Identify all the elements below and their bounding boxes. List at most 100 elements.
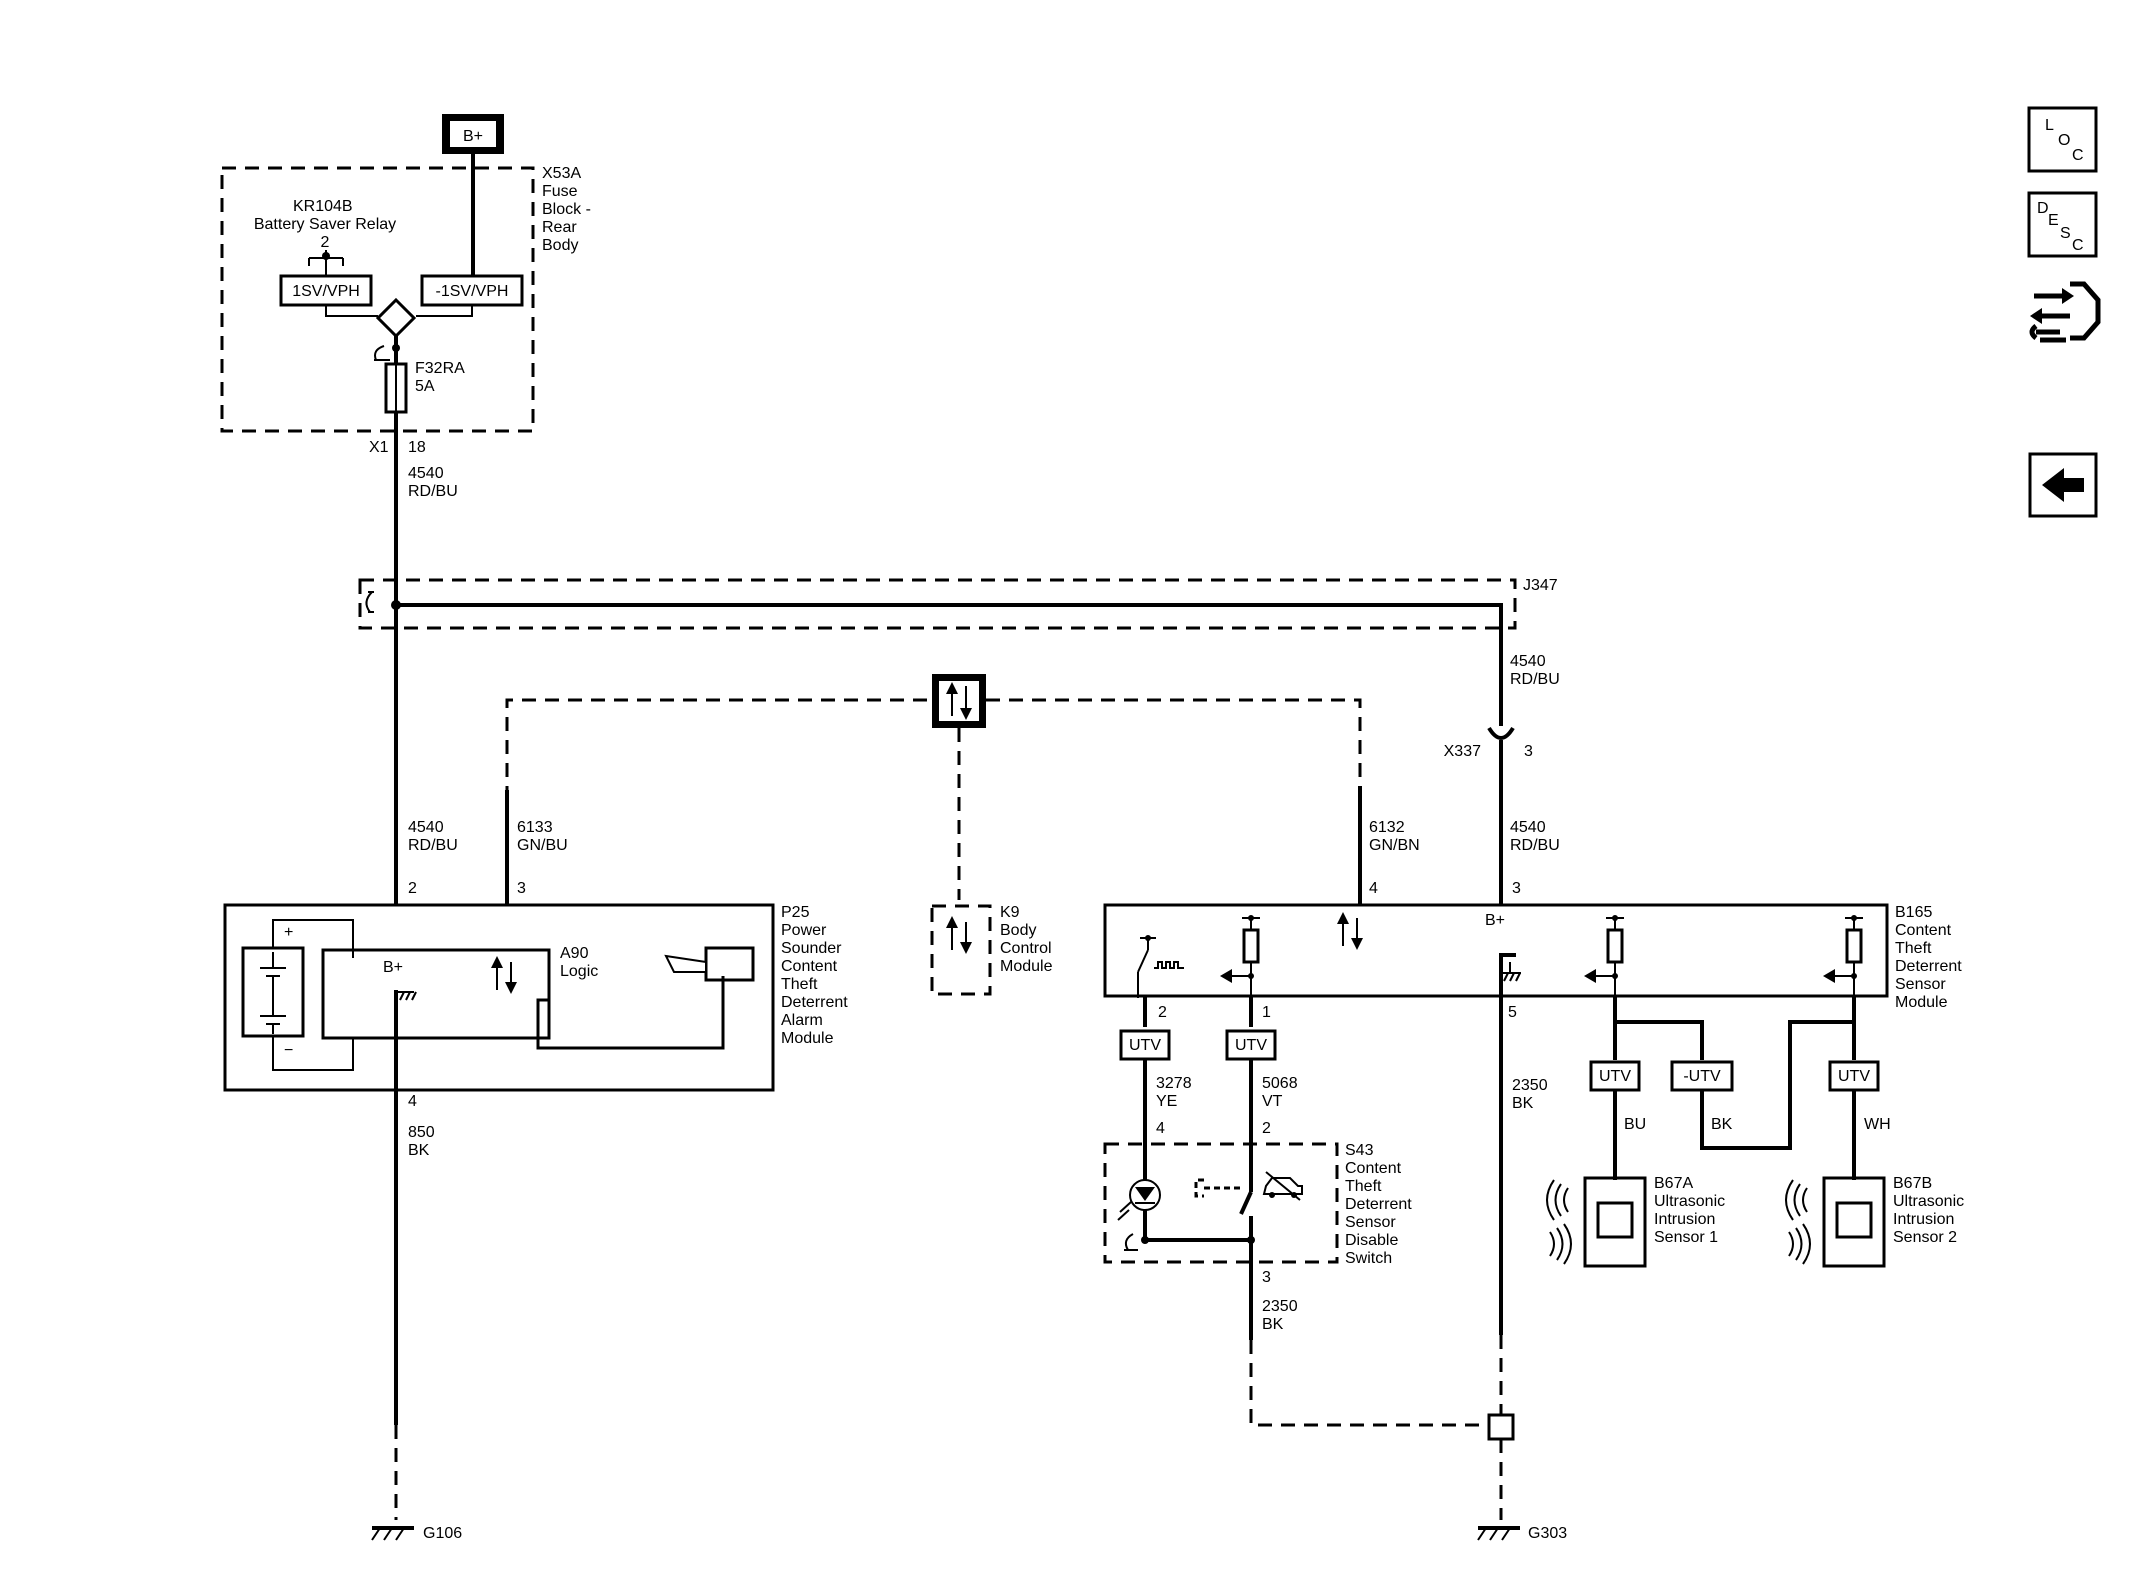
serial-data-right-dashed [986, 698, 1362, 790]
ground-g106-label: G106 [423, 1525, 462, 1542]
wire-bu-label: BU [1624, 1116, 1646, 1133]
desc-letter-s: S [2060, 225, 2071, 242]
fuse-block-x53a-outline [220, 166, 535, 433]
b67a-ultrasonic-wave-icon [1546, 1179, 1572, 1265]
b67a-sensor-element [1596, 1201, 1634, 1239]
wire-2350-s43-dashed [1249, 1340, 1480, 1427]
p25-label: P25 Power Sounder Content Theft Deterren… [781, 904, 852, 1047]
loc-letter-c: C [2072, 147, 2084, 164]
b67b-ultrasonic-wave-icon [1785, 1179, 1811, 1265]
battery-positive-label: B+ [463, 128, 483, 145]
b67a-sensor-outline [1583, 1176, 1647, 1268]
s43-switch-contact-icon [1194, 1178, 1253, 1240]
s43-internal-ground [1124, 1233, 1255, 1251]
k9-label: K9 Body Control Module [1000, 904, 1056, 975]
serial-data-splice-icon [932, 674, 986, 728]
b165-pullup-2-icon [1584, 915, 1624, 998]
wire-wh-label: WH [1864, 1116, 1891, 1133]
wire-4540-splice-branch [396, 603, 1503, 712]
x337-pin-label: 3 [1524, 743, 1533, 760]
wire-4540-right-label: 4540 RD/BU [1510, 653, 1560, 688]
utv-box-bu [1589, 1060, 1641, 1092]
b165-pin-5-label: 5 [1508, 1004, 1517, 1021]
utv-label-wh: UTV [1838, 1068, 1870, 1085]
ground-g106-icon [371, 1526, 414, 1541]
ground-g303-label: G303 [1528, 1525, 1567, 1542]
b165-pullup-3-icon [1823, 915, 1863, 998]
utv-label-3278: UTV [1129, 1037, 1161, 1054]
b165-pwm-input-icon [1137, 935, 1184, 998]
wire-4540-p25-label: 4540 RD/BU [408, 819, 458, 854]
wire-b165-bk-junction [1613, 996, 1704, 1060]
b165-module-outline [1103, 903, 1889, 998]
a90-logic-box [321, 948, 551, 1040]
p25-internal-battery-icon [241, 919, 354, 1071]
wire-3278-label: 3278 YE [1156, 1075, 1196, 1110]
b67b-sensor-outline [1822, 1176, 1886, 1268]
desc-button[interactable]: D E S C [2027, 191, 2098, 258]
p25-module-outline [223, 903, 775, 1092]
loc-letter-l: L [2045, 117, 2054, 134]
desc-letter-c: C [2072, 237, 2084, 254]
wire-6132-label: 6132 GN/BN [1369, 819, 1420, 854]
loc-button[interactable]: L O C [2027, 106, 2098, 173]
p25-ground-terminal-icon [394, 990, 417, 1005]
p25-battery-minus-label: − [284, 1042, 293, 1059]
connector-wrench-icon[interactable] [2029, 281, 2101, 343]
fuse-block-label: X53A Fuse Block - Rear Body [542, 165, 595, 254]
b165-serial-data-icon [1337, 912, 1363, 950]
b67a-label: B67A Ultrasonic Intrusion Sensor 1 [1654, 1175, 1730, 1246]
b165-pin-3-label: 3 [1512, 880, 1521, 897]
wire-6133-label: 6133 GN/BU [517, 819, 568, 854]
b67b-label: B67B Ultrasonic Intrusion Sensor 2 [1893, 1175, 1969, 1246]
b165-pin-1-label: 1 [1262, 1004, 1271, 1021]
siren-speaker-icon [536, 946, 755, 1050]
s43-label: S43 Content Theft Deterrent Sensor Disab… [1345, 1142, 1416, 1267]
splice-j347-label: J347 [1523, 577, 1558, 594]
a90-label: A90 Logic [560, 945, 598, 980]
p25-serial-data-icon [491, 956, 517, 994]
utv-label-5068: UTV [1235, 1037, 1267, 1054]
k9-serial-data-icon [946, 916, 972, 954]
fuse-label: F32RA 5A [415, 360, 468, 395]
utv-label-bu: UTV [1599, 1068, 1631, 1085]
p25-pin-2-label: 2 [408, 880, 417, 897]
wire-bk-loop [1700, 996, 1856, 1150]
car-disable-icon [1262, 1171, 1303, 1201]
wire-2350-b165-label: 2350 BK [1512, 1077, 1552, 1112]
k9-bcm-outline [930, 904, 992, 996]
neg-utv-box-bk [1670, 1060, 1734, 1092]
b165-b-plus-label: B+ [1485, 912, 1505, 929]
neg-utv-label-bk: -UTV [1683, 1068, 1721, 1085]
wire-4540-b165-label: 4540 RD/BU [1510, 819, 1560, 854]
p25-pin-4-label: 4 [408, 1093, 417, 1110]
battery-positive-source: B+ [442, 114, 504, 154]
desc-letter-d: D [2037, 200, 2049, 217]
serial-data-left-dashed [505, 698, 932, 800]
splice-j347-outline [358, 578, 1517, 630]
loc-letter-o: O [2058, 132, 2070, 149]
x337-label: X337 [1444, 743, 1481, 760]
b165-pin-4-label: 4 [1369, 880, 1378, 897]
ground-splice-pack-icon [1487, 1413, 1515, 1441]
wire-bk-label: BK [1711, 1116, 1733, 1133]
s43-led-icon [1117, 1179, 1161, 1240]
x1-connector-label: X1 [369, 439, 389, 456]
b67b-sensor-element [1835, 1201, 1873, 1239]
x1-pin-label: 18 [408, 439, 426, 456]
s43-pin-4-label: 4 [1156, 1120, 1165, 1137]
wire-5068-label: 5068 VT [1262, 1075, 1302, 1110]
b165-pin-2-label: 2 [1158, 1004, 1167, 1021]
ground-g303-icon [1477, 1526, 1520, 1541]
b165-label: B165 Content Theft Deterrent Sensor Modu… [1895, 904, 1966, 1011]
back-arrow-icon[interactable] [2028, 452, 2098, 518]
relay-neg-1sv-vph-label: -1SV/VPH [436, 283, 509, 300]
wire-2350-s43-label: 2350 BK [1262, 1298, 1302, 1333]
s43-pin-2-label: 2 [1262, 1120, 1271, 1137]
relay-kr104b-label: KR104B Battery Saver Relay [254, 198, 396, 233]
s43-switch-outline [1103, 1142, 1339, 1264]
p25-battery-plus-label: + [284, 924, 293, 941]
b165-pullup-1-icon [1220, 915, 1260, 998]
p25-b-plus-label: B+ [383, 959, 403, 976]
wire-4540-top-label: 4540 RD/BU [408, 465, 458, 500]
